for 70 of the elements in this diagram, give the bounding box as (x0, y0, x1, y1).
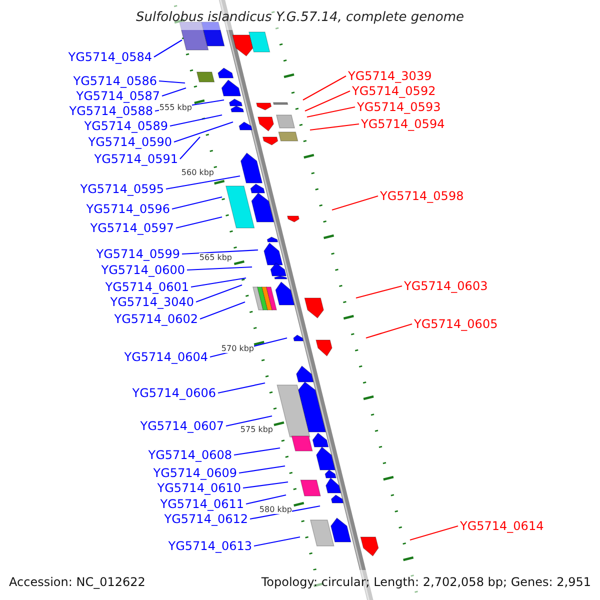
gene-label: YG5714_3040 (110, 295, 194, 309)
leader-line (196, 284, 242, 303)
leader-line (254, 536, 300, 547)
footer-text: Topology: circular; Length: 2,702,058 bp; Genes: 2,951 (261, 575, 591, 589)
leader-line (166, 175, 240, 190)
leader-line (180, 136, 200, 160)
gene-label: YG5714_0586 (73, 74, 157, 88)
position-label: 555 kbp (159, 103, 192, 112)
gene-label: YG5714_0596 (86, 202, 170, 216)
position-label: 560 kbp (181, 168, 214, 177)
gene-label: YG5714_0608 (148, 448, 232, 462)
leader-line (218, 382, 266, 394)
leader-line (246, 494, 286, 505)
gene-label: YG5714_0606 (132, 386, 216, 400)
footer-text: Accession: NC_012622 (9, 575, 146, 589)
leader-line (410, 525, 458, 541)
leader-line (366, 323, 412, 339)
gene-label: YG5714_0591 (94, 152, 178, 166)
leader-line (154, 40, 182, 58)
gene-label: YG5714_0584 (68, 50, 152, 64)
position-label: 580 kbp (259, 505, 292, 514)
leader-line (186, 266, 252, 271)
leader-line (174, 121, 234, 143)
gene-label: YG5714_0614 (460, 519, 544, 533)
leader-line (234, 447, 280, 456)
position-label: 570 kbp (221, 344, 254, 353)
gene-label: YG5714_0612 (164, 512, 248, 526)
gene-label: YG5714_0587 (76, 89, 160, 103)
gene-label: YG5714_0613 (168, 539, 252, 553)
gene-label: YG5714_0609 (153, 466, 237, 480)
gene-label: YG5714_0590 (88, 135, 172, 149)
gene-label: YG5714_0604 (124, 350, 208, 364)
leader-line (356, 285, 402, 299)
gene-label: YG5714_0599 (96, 247, 180, 261)
gene-label: YG5714_0601 (105, 280, 189, 294)
leader-line (172, 196, 222, 210)
gene-label: YG5714_0597 (90, 221, 174, 235)
leader-line (182, 249, 258, 255)
gene-label: YG5714_0598 (380, 189, 464, 203)
leader-line (310, 123, 360, 131)
gene-label: YG5714_0593 (357, 100, 441, 114)
gene-label: YG5714_0589 (84, 119, 168, 133)
gene-label: YG5714_0603 (404, 279, 488, 293)
leader-line (200, 301, 246, 320)
leader-line (306, 106, 356, 118)
leader-line (170, 114, 222, 127)
leader-line (302, 76, 346, 100)
leader-line (332, 195, 378, 211)
leader-line (238, 465, 286, 474)
gene-label: YG5714_0600 (101, 263, 185, 277)
gene-label: YG5714_3039 (348, 69, 432, 83)
leader-line (176, 216, 222, 229)
gene-label: YG5714_0605 (414, 317, 498, 331)
leader-line (304, 90, 350, 112)
leader-line (242, 481, 288, 489)
leader-line (190, 277, 246, 288)
gene-label: YG5714_0592 (352, 84, 436, 98)
leader-line (162, 87, 186, 97)
gene-label: YG5714_0602 (114, 312, 198, 326)
gene-label: YG5714_0607 (140, 419, 224, 433)
leader-line (158, 80, 186, 84)
position-label: 565 kbp (199, 253, 232, 262)
gene-label: YG5714_0611 (160, 497, 244, 511)
leader-line (226, 415, 272, 427)
gene-label: YG5714_0595 (80, 182, 164, 196)
gene-label: YG5714_0594 (361, 117, 445, 131)
title: Sulfolobus islandicus Y.G.57.14, complete genome (135, 10, 465, 26)
gene-label: YG5714_0588 (69, 104, 153, 118)
gene-label: YG5714_0610 (157, 481, 241, 495)
position-label: 575 kbp (240, 425, 273, 434)
